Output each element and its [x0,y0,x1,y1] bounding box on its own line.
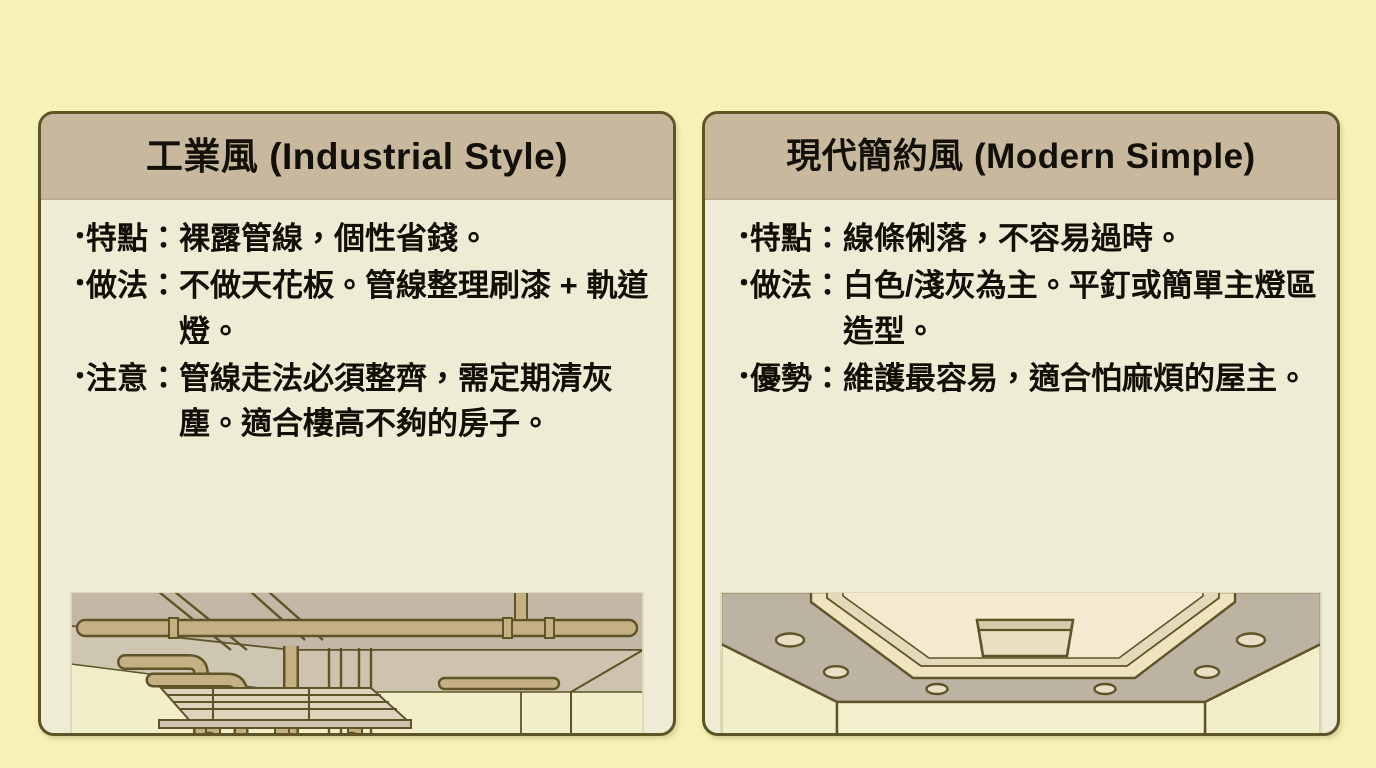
card-header-industrial: 工業風 (Industrial Style) [41,114,673,200]
panel-light [975,618,1075,658]
bullet-label: 特點： [750,221,843,256]
list-item: ・ 特點： 線條俐落，不容易過時。 [731,216,1317,261]
bullet-label: 做法： [86,268,179,304]
bullet-label: 做法： [750,268,843,304]
bullet-list-modern: ・ 特點： 線條俐落，不容易過時。 ・ 做法： 白色/淺灰為主。平釘或簡單主燈區… [731,216,1317,401]
list-item: ・ 注意： 管線走法必須整齊，需定期清灰塵。適合樓高不夠的房子。 [67,356,653,447]
list-item: ・ 特點： 裸露管線，個性省錢。 [67,216,653,261]
illustration-exposed-ceiling-pipes [41,592,673,733]
track-light-head [197,727,227,733]
card-industrial-style: 工業風 (Industrial Style) ・ 特點： 裸露管線，個性省錢。 … [38,111,676,736]
recessed-downlight [774,632,806,648]
bullet-dot-icon: ・ [731,221,758,251]
illustration-flat-ceiling-recessed-lights [705,592,1337,733]
card-title-industrial: 工業風 (Industrial Style) [145,135,569,177]
bullet-label: 優勢： [750,360,843,396]
bullet-text: 維護最容易，適合怕麻煩的屋主。 [843,360,1308,396]
recessed-downlight [822,664,850,679]
bullet-text: 裸露管線，個性省錢。 [179,221,489,256]
bullet-text: 管線走法必須整齊，需定期清灰塵。適合樓高不夠的房子。 [179,360,613,441]
bullet-list-industrial: ・ 特點： 裸露管線，個性省錢。 ・ 做法： 不做天花板。管線整理刷漆 + 軌道… [67,216,653,446]
bullet-text: 白色/淺灰為主。平釘或簡單主燈區造型。 [843,268,1317,349]
list-item: ・ 做法： 不做天花板。管線整理刷漆 + 軌道燈。 [67,263,653,354]
card-body-industrial: ・ 特點： 裸露管線，個性省錢。 ・ 做法： 不做天花板。管線整理刷漆 + 軌道… [41,200,673,446]
card-title-modern: 現代簡約風 (Modern Simple) [786,136,1256,176]
bullet-text: 不做天花板。管線整理刷漆 + 軌道燈。 [179,268,649,349]
recessed-downlight [1193,664,1221,679]
bullet-dot-icon: ・ [67,221,94,251]
bullet-dot-icon: ・ [67,360,94,391]
list-item: ・ 做法： 白色/淺灰為主。平釘或簡單主燈區造型。 [731,263,1317,354]
track-light-head [274,727,290,733]
recessed-downlight [925,682,949,696]
card-modern-simple-style: 現代簡約風 (Modern Simple) ・ 特點： 線條俐落，不容易過時。 … [702,111,1340,736]
list-item: ・ 優勢： 維護最容易，適合怕麻煩的屋主。 [731,356,1317,401]
recessed-downlight [1093,682,1117,696]
bullet-dot-icon: ・ [731,360,758,391]
bullet-dot-icon: ・ [731,268,758,299]
bullet-dot-icon: ・ [67,268,94,299]
bullet-text: 線條俐落，不容易過時。 [843,221,1184,256]
card-body-modern: ・ 特點： 線條俐落，不容易過時。 ・ 做法： 白色/淺灰為主。平釘或簡單主燈區… [705,200,1337,401]
bullet-label: 特點： [86,221,179,256]
bullet-label: 注意： [86,360,179,396]
track-light-head [339,727,369,733]
recessed-downlight [1235,632,1267,648]
card-header-modern: 現代簡約風 (Modern Simple) [705,114,1337,200]
